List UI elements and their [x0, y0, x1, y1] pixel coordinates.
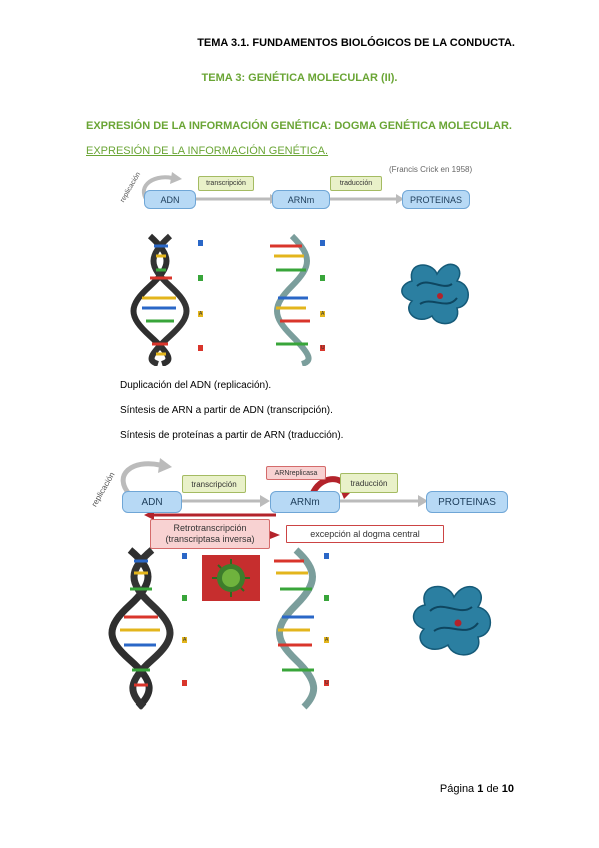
base-label-u: U: [325, 680, 329, 686]
base-label-a: A: [321, 311, 325, 317]
base-square-green: [182, 595, 187, 601]
base-square-red: [320, 345, 325, 351]
protein-structure-2: [412, 585, 492, 656]
reverse-transcriptase-label: (transcriptasa inversa): [165, 534, 255, 544]
base-square-blue: [324, 553, 329, 559]
translation-label: traducción: [330, 176, 382, 191]
rna-helix-1: [270, 233, 312, 367]
base-square-red: [182, 680, 187, 686]
base-square-yellow: [198, 311, 203, 317]
base-label-u: U: [321, 345, 325, 351]
topic-title: TEMA 3: GENÉTICA MOLECULAR (II).: [201, 72, 398, 84]
rna-helix-2: [274, 547, 317, 710]
base-square-green: [324, 595, 329, 601]
course-header: TEMA 3.1. FUNDAMENTOS BIOLÓGICOS DE LA C…: [197, 37, 515, 49]
figure-central-dogma: (Francis Crick en 1958) replicación ADN …: [112, 165, 514, 367]
figure-central-dogma-art: [130, 172, 469, 367]
rna-box: ARNm: [272, 190, 330, 209]
reverse-transcription-label: Retrotranscripción: [173, 523, 247, 533]
reverse-transcription-box: Retrotranscripción (transcriptasa invers…: [150, 519, 270, 549]
section-subheading: EXPRESIÓN DE LA INFORMACIÓN GENÉTICA.: [86, 145, 329, 157]
bullet-replication: Duplicación del ADN (replicación).: [120, 380, 272, 391]
page-of: de: [486, 783, 499, 795]
base-square-blue: [182, 553, 187, 559]
figure-central-dogma-exception: replicación ADN transcripción ARNreplica…: [90, 455, 520, 710]
protein-structure-1: [401, 263, 469, 325]
base-square-green: [198, 275, 203, 281]
exception-box: excepción al dogma central: [286, 525, 444, 543]
base-square-green: [320, 275, 325, 281]
bullet-translation: Síntesis de proteínas a partir de ARN (t…: [120, 430, 344, 441]
figure-credit: (Francis Crick en 1958): [389, 165, 473, 174]
proteins-box: PROTEINAS: [426, 491, 508, 513]
base-label-a: A: [199, 311, 203, 317]
transcription-label: transcripción: [182, 475, 246, 493]
base-label-a: A: [325, 637, 329, 643]
base-label-a: A: [183, 637, 187, 643]
base-square-yellow: [324, 637, 329, 643]
dna-helix-2: [108, 547, 174, 710]
bullet-transcription: Síntesis de ARN a partir de ADN (transcr…: [120, 405, 333, 416]
base-square-red: [324, 680, 329, 686]
rna-box: ARNm: [270, 491, 340, 513]
base-square-blue: [320, 240, 325, 246]
translation-label: traducción: [340, 473, 398, 493]
page-current: 1: [477, 783, 484, 795]
base-square-yellow: [320, 311, 325, 317]
dna-helix-1: [130, 233, 190, 367]
page-total: 10: [501, 783, 514, 795]
figure-central-dogma-exception-art: [108, 458, 492, 710]
transcription-label: transcripción: [198, 176, 254, 191]
dna-box: ADN: [144, 190, 196, 209]
base-square-red: [198, 345, 203, 351]
dna-box: ADN: [122, 491, 182, 513]
virus-image: [202, 555, 260, 601]
rna-replicase-label: ARNreplicasa: [266, 466, 326, 480]
base-square-yellow: [182, 637, 187, 643]
page-word: Página: [439, 783, 475, 795]
section-heading: EXPRESIÓN DE LA INFORMACIÓN GENÉTICA: DO…: [86, 120, 512, 132]
proteins-box: PROTEINAS: [402, 190, 470, 209]
base-square-blue: [198, 240, 203, 246]
page-number: Página 1 de 10: [440, 783, 514, 795]
